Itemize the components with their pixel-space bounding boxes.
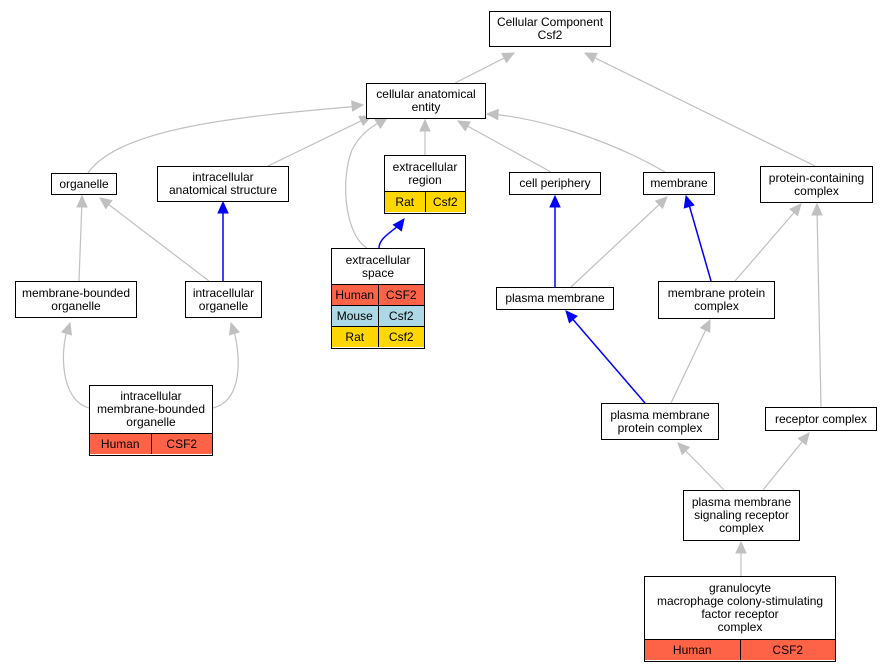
species-cell: Mouse xyxy=(332,306,378,326)
gene-cell: CSF2 xyxy=(377,285,424,305)
node-label: organelle xyxy=(59,176,109,191)
node-label: receptor complex xyxy=(774,411,868,426)
arrowhead-membrane-to-cae xyxy=(485,108,499,121)
arrowhead-pmsrc-to-rc xyxy=(797,432,810,446)
node-label: cell periphery xyxy=(519,176,591,190)
arrowhead-pm-to-cellper xyxy=(549,194,561,208)
species-cell: Human xyxy=(332,285,378,305)
edge-pmsrc-to-pmpc xyxy=(681,446,725,491)
species-cell: Human xyxy=(645,640,740,660)
edge-pmpc-to-pm xyxy=(569,315,646,404)
node-label: granulocyte macrophage colony-stimulatin… xyxy=(656,581,824,634)
node-ico[interactable]: intracellular organelle xyxy=(185,281,262,318)
node-cc_csf2[interactable]: Cellular Component Csf2 xyxy=(489,11,611,47)
arrowhead-mbo-to-organelle xyxy=(76,194,88,208)
node-organelle[interactable]: organelle xyxy=(51,173,117,195)
edge-imbo-to-mbo xyxy=(62,327,90,409)
node-label: plasma membrane protein complex xyxy=(610,407,710,435)
node-label: extracellular region xyxy=(392,159,458,187)
node-label: membrane-bounded organelle xyxy=(21,285,131,313)
gene-cell: Csf2 xyxy=(424,192,465,212)
arrowhead-imbo-to-mbo xyxy=(61,321,73,336)
arrowhead-pmpc-to-mpc xyxy=(699,318,711,333)
species-cell: Human xyxy=(90,434,151,454)
node-label: Cellular Component Csf2 xyxy=(496,15,604,42)
arrowhead-mpc-to-membrane xyxy=(683,194,695,209)
edge-ias-to-cae xyxy=(267,117,368,167)
gene-cell: CSF2 xyxy=(739,640,835,660)
node-label: cellular anatomical entity xyxy=(376,87,476,114)
arrowhead-pm-to-membrane xyxy=(654,196,668,210)
edge-mpc-to-pcc xyxy=(734,207,799,282)
node-label: plasma membrane signaling receptor compl… xyxy=(691,495,792,535)
arrowhead-ecr-to-cae xyxy=(419,118,431,132)
node-pm[interactable]: plasma membrane xyxy=(496,287,614,310)
node-cellper[interactable]: cell periphery xyxy=(509,172,601,195)
species-cell: Rat xyxy=(332,327,378,347)
edge-organelle-to-cae xyxy=(87,105,361,174)
arrowhead-pcc-to-cc_csf2 xyxy=(583,52,598,64)
arrowhead-ecs-to-ecr xyxy=(392,218,405,232)
node-mpc[interactable]: membrane protein complex xyxy=(658,281,775,319)
node-rc[interactable]: receptor complex xyxy=(765,407,877,431)
node-label: intracellular membrane-bounded organelle xyxy=(96,389,206,429)
species-cell: Rat xyxy=(385,192,425,212)
node-pcc[interactable]: protein-containing complex xyxy=(760,166,873,203)
edge-imbo-to-ico xyxy=(212,327,239,409)
gene-cell: Csf2 xyxy=(377,306,424,326)
node-cae[interactable]: cellular anatomical entity xyxy=(366,83,486,119)
edge-mbo-to-organelle xyxy=(78,199,83,282)
node-label: plasma membrane xyxy=(505,291,605,305)
node-label: membrane xyxy=(650,176,708,190)
edge-pmsrc-to-rc xyxy=(762,436,807,491)
arrowhead-ico-to-organelle xyxy=(99,197,113,210)
node-label: protein-containing complex xyxy=(768,170,865,198)
arrowhead-cae-to-cc_csf2 xyxy=(501,52,516,64)
node-mbo[interactable]: membrane-bounded organelle xyxy=(15,281,137,318)
edge-membrane-to-cae xyxy=(489,113,666,173)
edge-ico-to-organelle xyxy=(103,200,210,282)
arrowhead-imbo-to-ico xyxy=(228,321,240,336)
node-pmpc[interactable]: plasma membrane protein complex xyxy=(601,403,719,440)
node-ias[interactable]: intracellular anatomical structure xyxy=(157,166,289,202)
node-gmcsf[interactable]: granulocyte macrophage colony-stimulatin… xyxy=(644,576,836,662)
arrowhead-cellper-to-cae xyxy=(456,120,471,132)
node-membrane[interactable]: membrane xyxy=(643,172,715,195)
edge-mpc-to-membrane xyxy=(687,200,712,282)
node-imbo[interactable]: intracellular membrane-bounded organelle… xyxy=(89,385,213,456)
node-label: extracellular space xyxy=(345,252,411,280)
arrowhead-rc-to-pcc xyxy=(811,202,823,216)
edge-pcc-to-cc_csf2 xyxy=(584,52,816,167)
arrowhead-gmcsf-to-pmsrc xyxy=(735,540,747,554)
arrowhead-pmpc-to-pm xyxy=(565,310,578,324)
arrowhead-pmsrc-to-pmpc xyxy=(677,442,691,456)
arrowhead-ecs-to-cae xyxy=(374,117,389,130)
node-label: intracellular anatomical structure xyxy=(168,170,278,197)
node-pmsrc[interactable]: plasma membrane signaling receptor compl… xyxy=(683,490,800,541)
arrowhead-mpc-to-pcc xyxy=(789,203,802,217)
gene-cell: CSF2 xyxy=(150,434,212,454)
edge-ecs-to-cae xyxy=(345,120,383,249)
edge-rc-to-pcc xyxy=(816,208,822,408)
edge-cellper-to-cae xyxy=(461,122,552,173)
gene-cell: Csf2 xyxy=(377,327,424,347)
node-label: membrane protein complex xyxy=(667,286,766,313)
edge-pm-to-membrane xyxy=(570,200,664,288)
node-label: intracellular organelle xyxy=(192,285,255,313)
arrowhead-organelle-to-cae xyxy=(351,100,365,112)
edge-pmpc-to-mpc xyxy=(670,324,709,404)
arrowhead-ico-to-ias xyxy=(217,200,229,214)
